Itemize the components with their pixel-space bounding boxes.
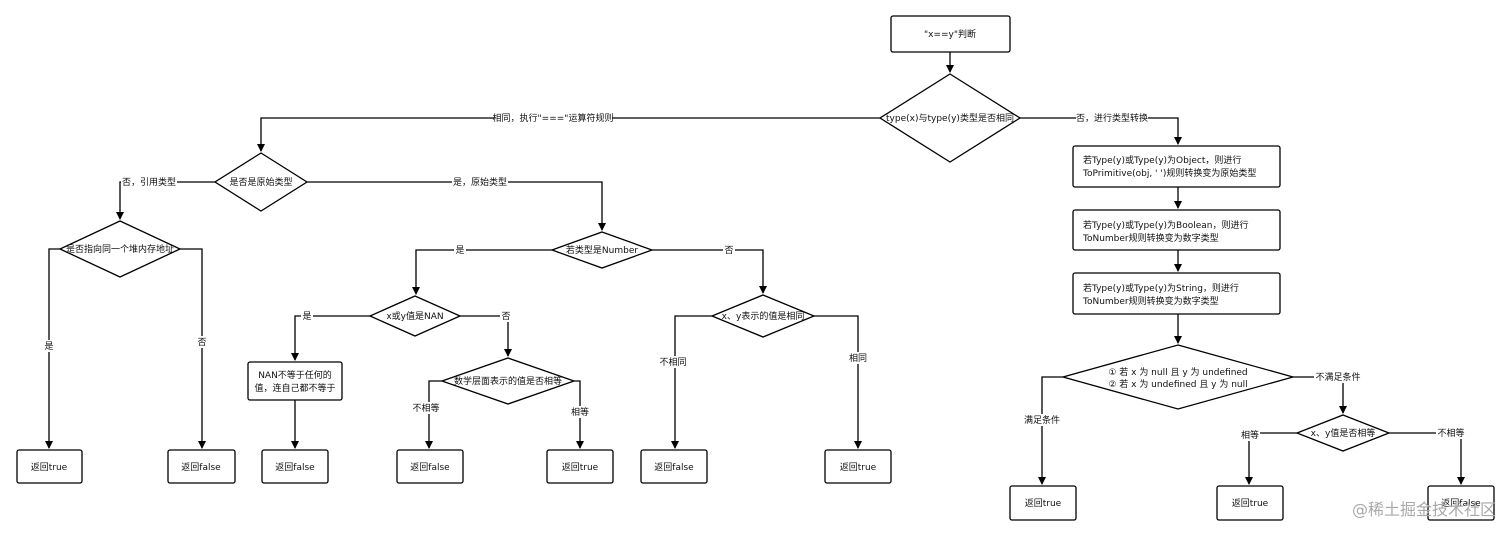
- edge-xy-no: [1389, 432, 1465, 485]
- null-undefined-line-1: ① 若 x 为 null 且 y 为 undefined: [1108, 366, 1247, 378]
- xy-equal-decision[interactable]: [1295, 414, 1391, 452]
- label-numeq-no: 不相等: [412, 402, 439, 414]
- return-false-node-1[interactable]: [167, 449, 236, 484]
- return-false-node-1-text: 返回false: [181, 461, 221, 473]
- label-num-no: 否: [724, 245, 733, 256]
- edge-val-yes: [814, 315, 862, 449]
- same-heap-decision-text: 是否指向同一个堆内存地址: [66, 243, 174, 255]
- nodes: "x==y"判断 type(x)与type(y)类型是否相同 是否是原始类型 是…: [16, 15, 1495, 521]
- rule-boolean-line-1: 若Type(y)或Type(y)为Boolean，则进行: [1083, 219, 1249, 231]
- edge-prim-no: [116, 181, 215, 220]
- value-equal-decision-text: x、y表示的值是相同: [722, 310, 805, 322]
- edge-prim-yes: [307, 181, 606, 231]
- is-primitive-decision[interactable]: [213, 152, 309, 212]
- return-true-node-2-text: 返回true: [562, 461, 599, 473]
- watermark: @稀土掘金技术社区: [1352, 500, 1496, 519]
- is-nan-decision[interactable]: [368, 295, 462, 337]
- same-type-decision-text: type(x)与type(y)类型是否相同: [886, 112, 1014, 124]
- return-false-node-5-text: 返回false: [1441, 497, 1481, 509]
- return-true-node-5[interactable]: [1216, 485, 1284, 521]
- nan-note-line-1: NAN不等于任何的: [258, 369, 332, 381]
- edge-cond-yes: [1038, 376, 1063, 485]
- label-num-yes: 是: [455, 245, 464, 256]
- edge-num-no: [652, 249, 767, 294]
- start-node-text: "x==y"判断: [924, 28, 976, 40]
- rule-string-line-1: 若Type(y)或Type(y)为String，则进行: [1083, 282, 1239, 294]
- return-true-node-3[interactable]: [824, 449, 892, 484]
- label-prim-yes: 是，原始类型: [453, 176, 507, 188]
- label-prim-no: 否，引用类型: [122, 176, 176, 188]
- is-number-decision-text: 若类型是Number: [566, 244, 638, 256]
- edge-numeq-yes: [574, 380, 584, 449]
- return-true-node-3-text: 返回true: [840, 461, 877, 473]
- null-undefined-line-2: ② 若 x 为 undefined 且 y 为 null: [1108, 378, 1247, 390]
- return-true-node-1-text: 返回true: [31, 461, 68, 473]
- return-false-node-3-text: 返回false: [410, 461, 450, 473]
- label-val-no: 不相同: [659, 356, 686, 368]
- rule-string-line-2: ToNumber规则转换变为数字类型: [1082, 295, 1219, 307]
- is-number-decision[interactable]: [550, 231, 654, 269]
- edge-same-yes: [257, 117, 880, 152]
- rule-boolean-node[interactable]: [1072, 209, 1281, 251]
- label-same-no: 否，进行类型转换: [1076, 112, 1148, 124]
- label-heap-no: 否: [197, 337, 206, 348]
- is-nan-decision-text: x或y值是NAN: [386, 310, 443, 322]
- numeric-equal-decision-text: 数学层面表示的值是否相等: [454, 375, 562, 387]
- same-heap-decision[interactable]: [58, 220, 182, 278]
- label-xy-yes: 相等: [1241, 429, 1259, 441]
- edge-val-no: [671, 315, 712, 449]
- label-cond-yes: 满足条件: [1024, 414, 1060, 426]
- value-equal-decision[interactable]: [710, 294, 816, 338]
- return-true-node-4[interactable]: [1009, 485, 1077, 521]
- edge-nan-yes: [291, 315, 370, 361]
- rule-object-line-2: ToPrimitive(obj, ' ')规则转换变为原始类型: [1082, 167, 1256, 179]
- start-node[interactable]: [890, 15, 1011, 53]
- rule-object-node[interactable]: [1072, 145, 1281, 188]
- return-true-node-4-text: 返回true: [1025, 497, 1062, 509]
- return-false-node-5[interactable]: [1427, 485, 1495, 521]
- label-xy-no: 不相等: [1437, 427, 1464, 439]
- rule-string-node[interactable]: [1072, 272, 1281, 315]
- return-false-node-2[interactable]: [261, 449, 329, 484]
- label-same-yes: 相同，执行"==="运算符规则: [493, 112, 614, 124]
- return-true-node-5-text: 返回true: [1232, 497, 1269, 509]
- return-false-node-4[interactable]: [640, 449, 708, 484]
- xy-equal-decision-text: x、y值是否相等: [1311, 427, 1376, 439]
- edge-heap-yes: [45, 248, 60, 449]
- return-false-node-2-text: 返回false: [275, 461, 315, 473]
- return-false-node-4-text: 返回false: [654, 461, 694, 473]
- label-nan-no: 否: [501, 311, 510, 322]
- label-numeq-yes: 相等: [571, 406, 589, 418]
- same-type-decision[interactable]: [878, 73, 1022, 163]
- label-nan-yes: 是: [302, 311, 311, 322]
- is-primitive-decision-text: 是否是原始类型: [229, 176, 292, 188]
- return-false-node-3[interactable]: [396, 449, 464, 484]
- rule-boolean-line-2: ToNumber规则转换变为数字类型: [1082, 232, 1219, 244]
- label-cond-no: 不满足条件: [1315, 371, 1360, 383]
- label-val-yes: 相同: [849, 352, 867, 364]
- edge-numeq-no: [425, 380, 442, 449]
- edge-labels: 相同，执行"==="运算符规则 否，进行类型转换 否，引用类型 是，原始类型 是…: [43, 112, 1466, 441]
- edge-same-no: [1020, 117, 1182, 145]
- label-heap-yes: 是: [44, 341, 53, 352]
- edge-num-yes: [412, 249, 552, 295]
- nan-note-node[interactable]: [247, 361, 343, 401]
- nan-note-line-2: 值，连自己都不等于: [254, 382, 335, 394]
- return-true-node-1[interactable]: [16, 449, 83, 484]
- edge-heap-no: [180, 248, 206, 449]
- edges: [45, 52, 1465, 485]
- null-undefined-decision[interactable]: [1060, 344, 1296, 410]
- numeric-equal-decision[interactable]: [440, 357, 576, 405]
- return-true-node-2[interactable]: [546, 449, 614, 484]
- rule-object-line-1: 若Type(y)或Type(y)为Object，则进行: [1083, 154, 1241, 166]
